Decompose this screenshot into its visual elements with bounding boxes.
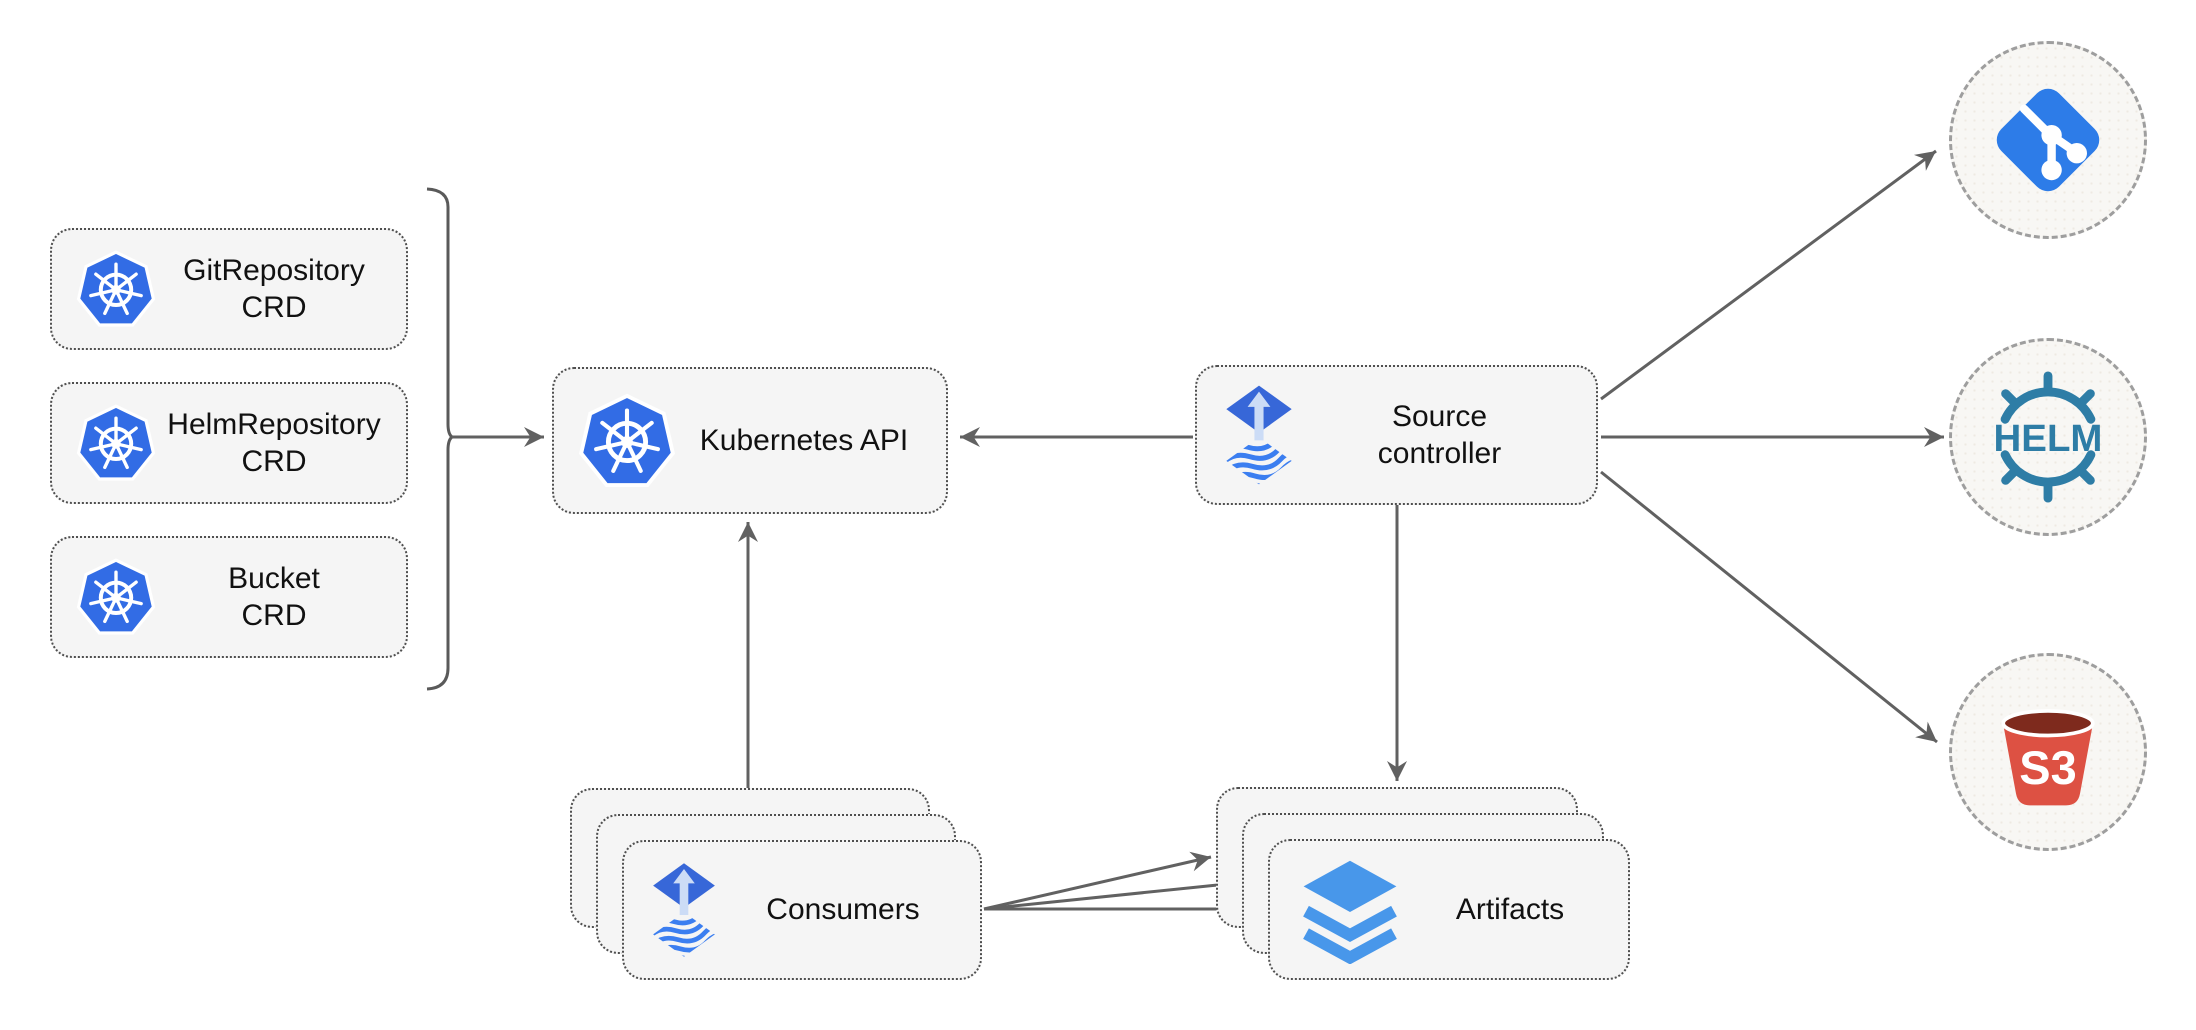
node-consumers: Consumers: [622, 840, 982, 980]
node-source-controller: Source controller: [1195, 365, 1598, 505]
node-bucket-crd: Bucket CRD: [50, 536, 408, 658]
node-label: HelmRepository CRD: [167, 407, 381, 479]
helm-icon: HELM: [1994, 371, 2103, 503]
node-label: Kubernetes API: [699, 423, 909, 457]
crd-group-bracket: [426, 187, 455, 691]
s3-bucket-icon: S3: [2001, 709, 2095, 806]
node-label: GitRepository CRD: [183, 253, 365, 325]
node-helmrepository-crd: HelmRepository CRD: [50, 382, 408, 504]
external-source-helm: HELM: [1949, 338, 2147, 536]
helm-logo-text: HELM: [1994, 417, 2103, 460]
node-gitrepository-crd: GitRepository CRD: [50, 228, 408, 350]
node-label: Artifacts: [1455, 892, 1565, 926]
connector-source-to-git: [1600, 149, 1937, 401]
node-label: Bucket CRD: [228, 561, 320, 633]
external-source-s3: S3: [1949, 653, 2147, 851]
kubernetes-icon: [578, 392, 676, 490]
node-kubernetes-api: Kubernetes API: [552, 367, 948, 514]
flux-icon: [1221, 381, 1297, 489]
node-label: Consumers: [766, 893, 920, 927]
connector-consumers-to-artifacts-1: [983, 851, 1212, 911]
layers-icon: [1294, 856, 1406, 964]
kubernetes-icon: [76, 403, 156, 483]
kubernetes-icon: [76, 557, 156, 637]
connector-source-to-s3: [1600, 470, 1938, 744]
git-icon: [1996, 88, 2100, 192]
s3-logo-text: S3: [2019, 742, 2076, 794]
external-source-git: [1949, 41, 2147, 239]
node-artifacts: Artifacts: [1268, 839, 1630, 980]
flux-icon: [648, 859, 720, 961]
connector-consumers-to-artifacts-2: [983, 875, 1238, 911]
kubernetes-icon: [76, 249, 156, 329]
node-label: Source controller: [1377, 399, 1502, 471]
